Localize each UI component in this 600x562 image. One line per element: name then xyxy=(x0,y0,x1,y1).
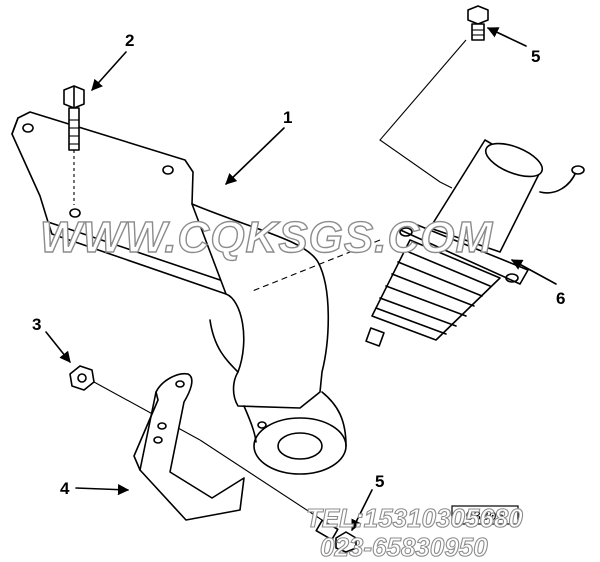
bolt-5-top xyxy=(379,5,489,189)
nut-3 xyxy=(69,365,201,441)
mounting-bracket xyxy=(11,111,347,475)
reference-code: 03805 xyxy=(465,509,504,524)
screw-5-bottom xyxy=(199,439,357,553)
reference-code-box: 03805 xyxy=(451,505,519,525)
lever-bracket-4 xyxy=(133,372,245,521)
solenoid-boot xyxy=(371,239,501,341)
callout-3: 3 xyxy=(32,315,41,334)
watermark-site: WWW.CQKSGS.COM xyxy=(40,213,493,262)
callout-6: 6 xyxy=(556,289,565,308)
callout-2: 2 xyxy=(125,31,134,50)
bolt-2 xyxy=(63,85,85,205)
callout-4: 4 xyxy=(60,479,70,498)
callout-leaders xyxy=(45,27,557,532)
watermark-phone: TEL:15310305680 xyxy=(306,503,523,533)
solenoid-6 xyxy=(249,139,585,347)
callout-5-top: 5 xyxy=(531,47,540,66)
callout-5-bottom: 5 xyxy=(375,472,384,491)
watermark-phone-2: 023-65830950 xyxy=(320,532,488,562)
callout-1: 1 xyxy=(283,108,292,127)
